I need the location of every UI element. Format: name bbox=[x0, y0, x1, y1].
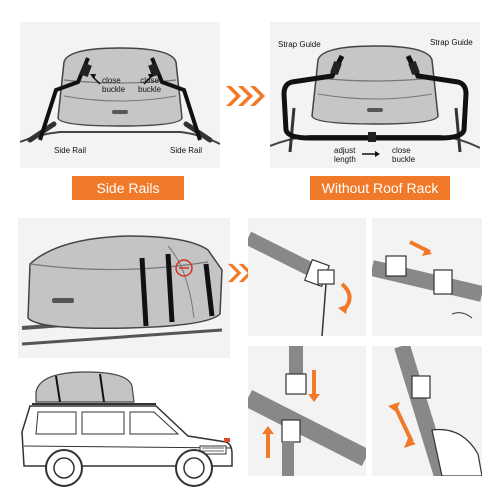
without-roof-rack-caption: Without Roof Rack bbox=[310, 176, 450, 200]
adjust-length-label: adjust length bbox=[334, 146, 356, 164]
close-buckle-label-left: close buckle bbox=[102, 76, 126, 94]
without-roof-rack-illustration bbox=[270, 22, 480, 168]
buckle-step-1 bbox=[248, 218, 366, 336]
side-rails-illustration bbox=[20, 22, 220, 168]
buckle-step-2 bbox=[372, 218, 482, 336]
buckle-step-4 bbox=[372, 346, 482, 476]
side-rails-caption: Side Rails bbox=[72, 176, 184, 200]
strap-guide-label-right: Strap Guide bbox=[430, 38, 473, 47]
strap-guide-label-left: Strap Guide bbox=[278, 40, 321, 49]
orange-chevron-arrows-icon bbox=[224, 84, 268, 108]
bag-on-car-illustration bbox=[18, 218, 230, 358]
buckle-step-3 bbox=[248, 346, 366, 476]
suv-with-roof-bag-illustration bbox=[16, 362, 238, 492]
close-buckle-label: close buckle bbox=[392, 146, 416, 164]
side-rail-label-right: Side Rail bbox=[170, 146, 203, 155]
side-rail-label-left: Side Rail bbox=[54, 146, 87, 155]
close-buckle-label-right: close buckle bbox=[138, 76, 162, 94]
